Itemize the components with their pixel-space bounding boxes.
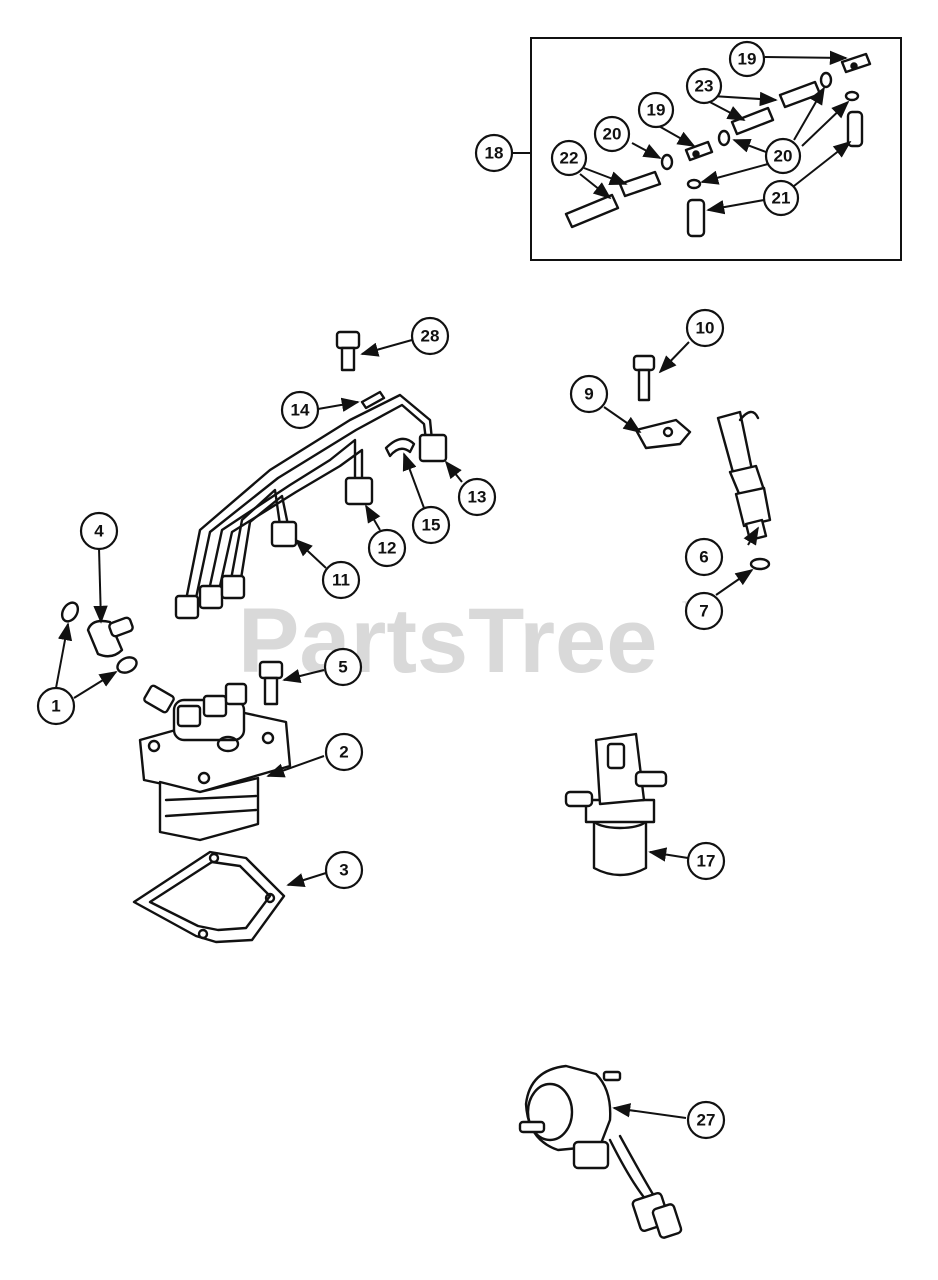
svg-text:23: 23	[695, 77, 714, 96]
svg-text:17: 17	[697, 852, 716, 871]
callout-5: 5	[323, 647, 363, 687]
hose-22	[564, 170, 662, 229]
fuel-pump-27	[518, 1064, 683, 1239]
callout-11: 11	[321, 560, 361, 600]
callout-19-b: 19	[728, 40, 766, 78]
callout-9: 9	[569, 374, 609, 414]
leader-lines	[55, 50, 852, 1119]
callout-10: 10	[685, 308, 725, 348]
bolt-10	[632, 354, 656, 402]
callout-20-b: 20	[764, 137, 802, 175]
injection-pipe-set	[174, 390, 448, 620]
svg-text:12: 12	[378, 539, 397, 558]
callout-3: 3	[324, 850, 364, 890]
banjo-fitting-4	[86, 616, 134, 658]
svg-text:19: 19	[647, 101, 666, 120]
callout-21: 21	[762, 179, 800, 217]
callout-6: 6	[684, 537, 724, 577]
clamp-9	[634, 418, 692, 450]
callout-15: 15	[411, 505, 451, 545]
svg-text:20: 20	[774, 147, 793, 166]
hose-21	[686, 110, 864, 238]
svg-text:21: 21	[772, 189, 791, 208]
svg-text:15: 15	[422, 516, 441, 535]
svg-text:11: 11	[332, 571, 350, 590]
svg-text:18: 18	[485, 144, 504, 163]
washer-7	[749, 557, 771, 571]
callout-18: 18	[474, 133, 514, 173]
callout-12: 12	[367, 528, 407, 568]
bolt-28	[335, 330, 361, 372]
svg-text:2: 2	[339, 743, 348, 762]
callout-4: 4	[79, 511, 119, 551]
injector-6	[716, 410, 772, 542]
callout-7: 7	[684, 591, 724, 631]
washer-1	[60, 601, 138, 674]
svg-text:7: 7	[699, 602, 708, 621]
callout-20-a: 20	[593, 115, 631, 153]
svg-text:9: 9	[584, 385, 593, 404]
svg-text:1: 1	[51, 697, 60, 716]
svg-text:13: 13	[468, 488, 487, 507]
callout-19-a: 19	[637, 91, 675, 129]
svg-text:5: 5	[338, 658, 347, 677]
svg-text:6: 6	[699, 548, 708, 567]
callout-23: 23	[685, 67, 723, 105]
svg-text:19: 19	[738, 50, 757, 69]
clamp-20	[660, 71, 860, 190]
callout-2: 2	[324, 732, 364, 772]
svg-text:10: 10	[696, 319, 715, 338]
callout-28: 28	[410, 316, 450, 356]
hose-23	[730, 80, 822, 136]
gasket-3	[132, 850, 286, 944]
bolt-5	[258, 660, 284, 706]
fitting-19	[684, 52, 872, 162]
callout-22: 22	[550, 139, 588, 177]
injection-pump-2	[138, 682, 292, 842]
svg-text:14: 14	[291, 401, 310, 420]
svg-text:20: 20	[603, 125, 622, 144]
callout-14: 14	[280, 390, 320, 430]
svg-text:3: 3	[339, 861, 348, 880]
watermark: PartsTree TM	[238, 590, 699, 692]
fuel-filter-17	[564, 732, 668, 877]
svg-text:22: 22	[560, 149, 579, 168]
svg-text:27: 27	[697, 1111, 716, 1130]
callout-13: 13	[457, 477, 497, 517]
svg-text:28: 28	[421, 327, 440, 346]
svg-text:4: 4	[94, 522, 104, 541]
inset-kit-18	[530, 37, 902, 261]
callout-17: 17	[686, 841, 726, 881]
callout-1: 1	[36, 686, 76, 726]
callout-27: 27	[686, 1100, 726, 1140]
